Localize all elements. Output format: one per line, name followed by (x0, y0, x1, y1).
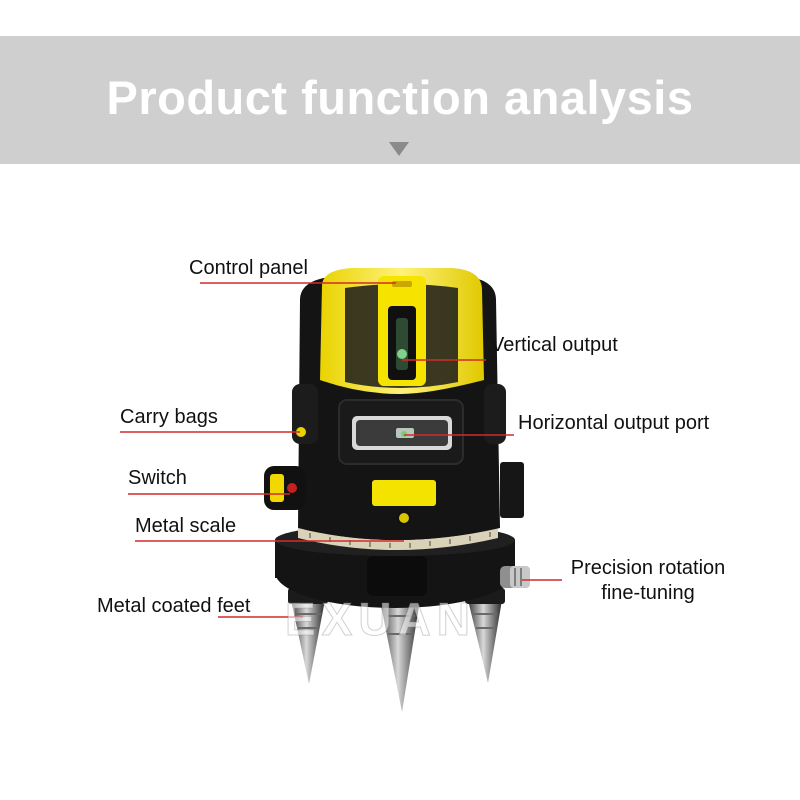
callout-vertical-output: Vertical output (491, 334, 618, 356)
callout-precision-rotation: Precision rotation fine-tuning (563, 556, 733, 606)
callout-lines (120, 282, 562, 618)
page-title: Product function analysis (106, 71, 694, 124)
triangle-down-icon (389, 142, 409, 156)
callout-precision-rotation-line2: fine-tuning (601, 582, 695, 604)
callout-metal-scale: Metal scale (135, 515, 237, 537)
callout-carry-bags: Carry bags (120, 406, 218, 428)
callout-switch: Switch (128, 467, 187, 489)
callout-metal-coated-feet: Metal coated feet (97, 595, 251, 617)
brand-watermark: EXUAN (284, 593, 477, 646)
callout-control-panel: Control panel (189, 257, 308, 279)
callout-horizontal-output-port: Horizontal output port (518, 412, 710, 434)
callout-precision-rotation-line1: Precision rotation (570, 557, 726, 579)
